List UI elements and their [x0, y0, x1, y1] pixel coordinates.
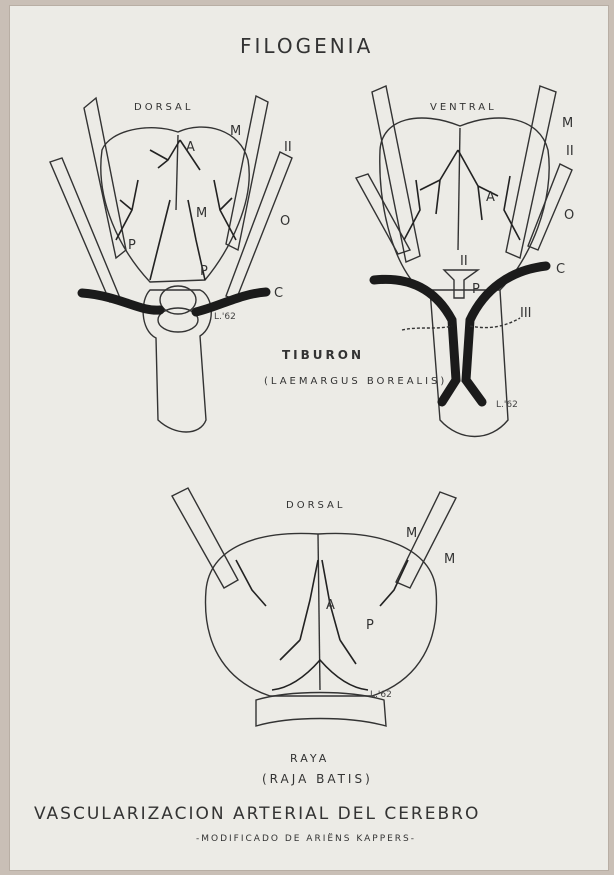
- page-title: FILOGENIA: [240, 34, 373, 58]
- marker-label: P: [200, 264, 208, 279]
- marker-label: O: [280, 214, 290, 229]
- marker-label: P: [472, 282, 480, 297]
- shark-ventral-label: VENTRAL: [430, 102, 497, 113]
- marker-label: A: [486, 190, 495, 205]
- marker-label: II: [566, 144, 574, 159]
- marker-label: III: [520, 306, 532, 321]
- signature-dorsal: L.'62: [214, 312, 236, 322]
- marker-label: C: [274, 286, 283, 301]
- marker-label: P: [366, 618, 374, 633]
- ray-name: RAYA: [290, 752, 329, 765]
- signature-ray: L.'62: [370, 690, 392, 700]
- marker-label: II: [460, 254, 468, 269]
- marker-label: M: [230, 124, 241, 139]
- marker-label: M: [562, 116, 573, 131]
- figure-caption: VASCULARIZACION ARTERIAL DEL CEREBRO: [34, 804, 480, 824]
- shark-species: (LAEMARGUS BOREALIS): [264, 376, 447, 387]
- marker-label: A: [186, 140, 195, 155]
- marker-label: P: [128, 238, 136, 253]
- marker-label: II: [284, 140, 292, 155]
- shark-dorsal-drawing: [50, 96, 292, 432]
- signature-ventral: L.'62: [496, 400, 518, 410]
- marker-label: M: [196, 206, 207, 221]
- figure-subcaption: -MODIFICADO DE ARIËNS KAPPERS-: [196, 834, 416, 844]
- shark-name: TIBURON: [282, 348, 364, 362]
- ray-dorsal-label: DORSAL: [286, 500, 345, 511]
- marker-label: C: [556, 262, 565, 277]
- marker-label: M: [406, 526, 417, 541]
- marker-label: A: [326, 598, 335, 613]
- marker-label: M: [444, 552, 455, 567]
- ray-dorsal-drawing: [172, 488, 456, 726]
- ray-species: (RAJA BATIS): [262, 772, 373, 786]
- shark-dorsal-label: DORSAL: [134, 102, 193, 113]
- marker-label: O: [564, 208, 574, 223]
